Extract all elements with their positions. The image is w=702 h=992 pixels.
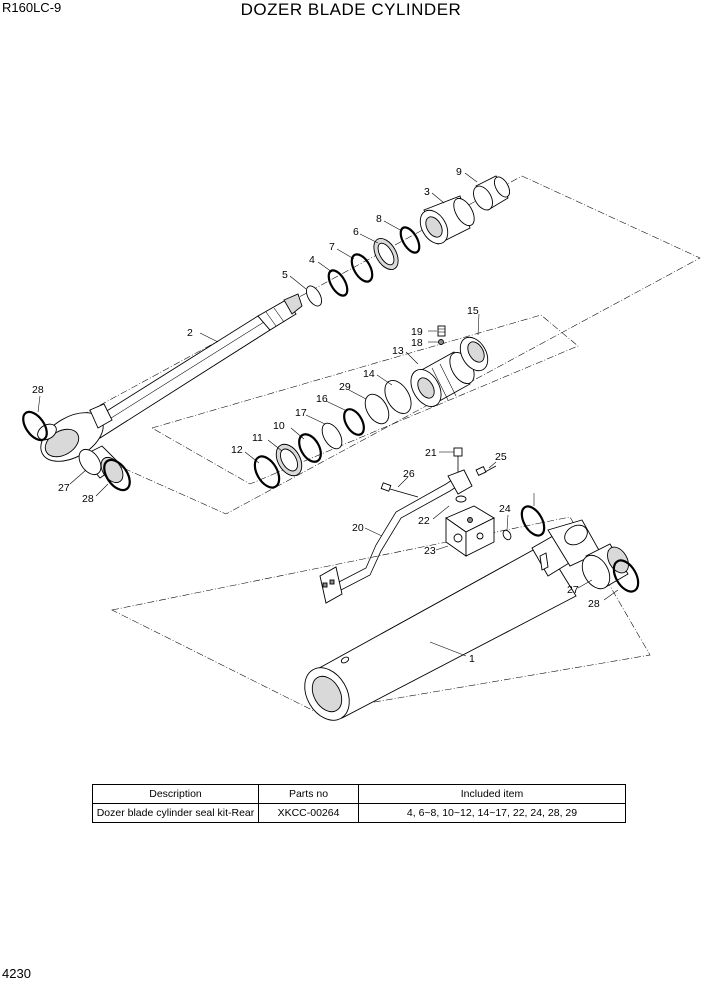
part-20-pipe	[319, 469, 473, 604]
callout-3: 3	[424, 186, 430, 198]
seal-kit-table: Description Parts no Included item Dozer…	[92, 784, 626, 823]
callout-2: 2	[187, 327, 193, 339]
part-11-ring	[275, 443, 303, 477]
callout-12: 12	[231, 444, 243, 456]
cell-included-item: 4, 6~8, 10~12, 14~17, 22, 24, 28, 29	[358, 803, 626, 823]
header-included-item: Included item	[358, 784, 626, 804]
model-label: R160LC-9	[2, 0, 62, 15]
part-28-ring	[520, 505, 546, 537]
page-title: DOZER BLADE CYLINDER	[240, 0, 462, 19]
callout-10: 10	[273, 420, 285, 432]
part-23-valve-block	[445, 505, 495, 557]
tube-group-outline	[111, 516, 651, 713]
callout-15: 15	[467, 305, 479, 317]
callout-23: 23	[424, 545, 436, 557]
callout-29: 29	[339, 381, 351, 393]
part-18-ball	[438, 339, 444, 345]
callout-5: 5	[282, 269, 288, 281]
callout-1: 1	[469, 653, 475, 665]
leader-lines	[37, 172, 619, 657]
part-5-ring	[305, 285, 323, 307]
part-22-oring	[455, 495, 467, 503]
callout-6: 6	[353, 226, 359, 238]
part-7-ring	[350, 253, 374, 283]
header-parts-no: Parts no	[258, 784, 359, 804]
callout-13: 13	[392, 345, 404, 357]
part-10-ring	[298, 433, 322, 463]
part-12-ring	[253, 455, 281, 489]
callout-7: 7	[329, 241, 335, 253]
part-26-bolt	[380, 482, 419, 498]
callout-17: 17	[295, 407, 307, 419]
callout-25: 25	[495, 451, 507, 463]
callout-4: 4	[309, 254, 315, 266]
table-header-row: Description Parts no Included item	[92, 784, 626, 804]
header-description: Description	[92, 784, 259, 804]
callout-14: 14	[363, 368, 375, 380]
rod-end-oring-left	[22, 410, 48, 442]
callout-11: 11	[252, 432, 263, 444]
callout-8: 8	[376, 213, 382, 225]
tube-end-oring	[612, 559, 640, 593]
part-9-bushing	[473, 175, 511, 211]
cell-description: Dozer blade cylinder seal kit-Rear	[92, 803, 259, 823]
callout-28-tube: 28	[588, 598, 600, 610]
part-16-ring	[343, 408, 365, 436]
part-14-ring	[384, 380, 412, 414]
part-21-bolt	[453, 447, 463, 472]
part-29-ring	[364, 393, 390, 425]
callout-21: 21	[425, 447, 437, 459]
rod-group-outline	[46, 175, 701, 515]
callout-28-rod: 28	[82, 493, 94, 505]
callout-28-rod-top: 28	[32, 384, 44, 396]
callout-26: 26	[403, 468, 415, 480]
callout-16: 16	[316, 393, 328, 405]
callout-24: 24	[499, 503, 511, 515]
piston-rod	[37, 293, 303, 462]
callout-27-tube: 27	[567, 584, 579, 596]
page-number: 4230	[2, 966, 31, 981]
table-row: Dozer blade cylinder seal kit-Rear XKCC-…	[92, 803, 626, 823]
part-17-ring	[321, 422, 343, 450]
callout-22: 22	[418, 515, 430, 527]
rod-end-oring	[103, 458, 131, 492]
callout-19: 19	[411, 326, 423, 338]
callout-18: 18	[411, 337, 423, 349]
callout-20: 20	[352, 522, 364, 534]
part-3-gland	[419, 195, 475, 245]
part-4-ring	[327, 269, 349, 297]
part-25-bolt	[475, 465, 497, 477]
cell-parts-no: XKCC-00264	[258, 803, 359, 823]
piston-group-outline	[151, 314, 579, 485]
callout-9: 9	[456, 166, 462, 178]
rod-end-bushing	[78, 445, 124, 484]
cylinder-tube	[304, 519, 601, 721]
callout-27-rod: 27	[58, 482, 70, 494]
part-24-ring	[502, 529, 512, 541]
part-8-ring	[399, 226, 421, 254]
part-19-setscrew	[437, 325, 446, 337]
part-6-seal	[373, 238, 399, 270]
part-15-nut	[459, 336, 489, 372]
